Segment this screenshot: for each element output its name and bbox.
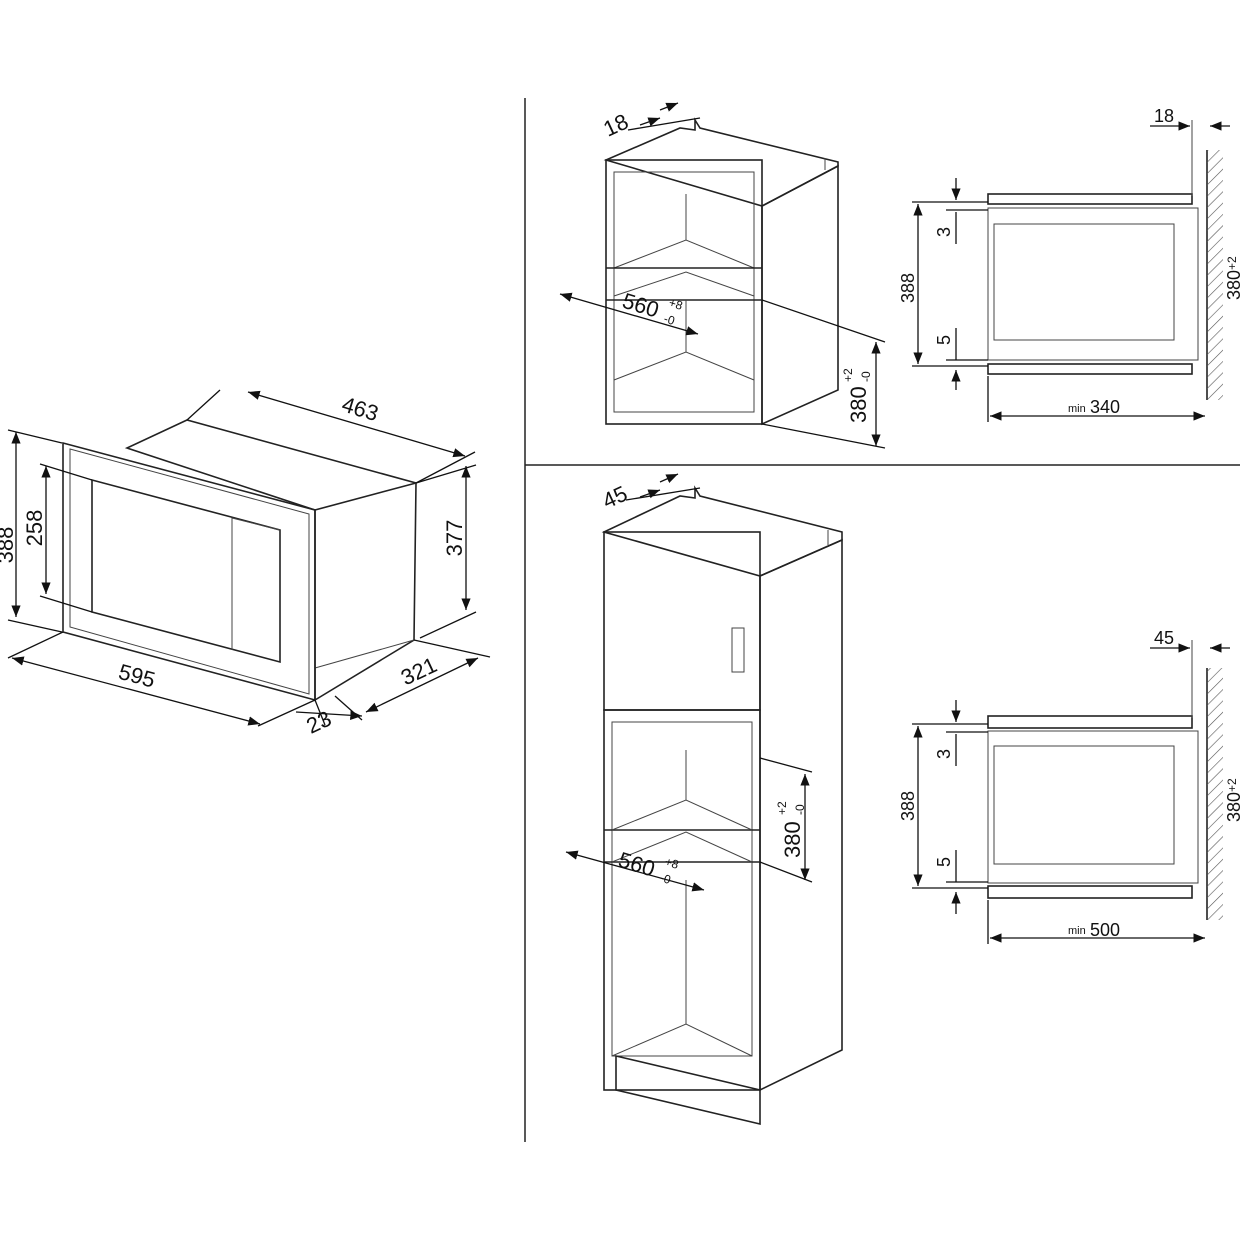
wall-section-dimensions: 18 388 3 5 min 340 380 +2: [898, 106, 1240, 422]
wc-niche-width-label: 560: [620, 288, 662, 323]
mw-height-label: 388: [0, 527, 18, 564]
ws-niche-height-label: 380: [1224, 270, 1240, 300]
ts-offset-label: 45: [1154, 628, 1174, 648]
tc-niche-width-tol-plus: +8: [663, 854, 680, 871]
tall-cabinet-drawing: [601, 485, 843, 1126]
microwave-drawing: [62, 419, 417, 702]
mw-body-height-label: 377: [442, 520, 467, 557]
tc-niche-height-tol-plus: +2: [775, 801, 789, 815]
ws-appliance-height-label: 388: [898, 273, 918, 303]
tc-niche-height-label: 380: [780, 821, 805, 858]
ws-top-gap-label: 3: [934, 227, 954, 237]
wc-niche-width-tol-plus: +8: [667, 295, 684, 312]
wc-niche-height-tol-plus: +2: [841, 368, 855, 382]
ts-min-label: min: [1068, 925, 1086, 937]
ts-niche-height-label: 380: [1224, 792, 1240, 822]
tall-section-drawing: [987, 640, 1223, 920]
ws-min-depth-label: 340: [1090, 397, 1120, 417]
microwave-dimensions: 388 258 463 377 595 321 23: [0, 389, 491, 739]
ws-niche-height-tol: +2: [1225, 256, 1239, 270]
mw-frame-depth-label: 23: [302, 706, 335, 739]
ts-min-depth-label: 500: [1090, 920, 1120, 940]
tall-wall-hatch: [1207, 668, 1223, 920]
wall-cabinet-drawing: [603, 117, 839, 426]
ws-offset-label: 18: [1154, 106, 1174, 126]
ts-bottom-gap-label: 5: [934, 857, 954, 867]
mw-body-depth-label: 321: [397, 652, 441, 690]
ts-top-gap-label: 3: [934, 749, 954, 759]
wc-niche-height-label: 380: [846, 386, 871, 423]
wall-section-drawing: [987, 120, 1223, 400]
ws-bottom-gap-label: 5: [934, 335, 954, 345]
tc-offset-label: 45: [598, 481, 631, 514]
wc-offset-label: 18: [599, 109, 632, 142]
tc-niche-width-label: 560: [616, 847, 658, 882]
tc-niche-height-tol-minus: -0: [793, 804, 807, 815]
wc-niche-height-tol-minus: -0: [859, 371, 873, 382]
tall-section-dimensions: 45 388 3 5 min 500 380 +2: [898, 628, 1240, 944]
wall-hatch: [1207, 150, 1223, 400]
ts-appliance-height-label: 388: [898, 791, 918, 821]
tc-niche-width-tol-minus: -0: [658, 870, 673, 887]
ts-niche-height-tol: +2: [1225, 778, 1239, 792]
ws-min-label: min: [1068, 403, 1086, 415]
wall-cabinet-dimensions: 18 560 +8 -0 380 +2 -0: [559, 102, 886, 449]
tall-cabinet-dimensions: 45 560 +8 -0 380 +2 -0: [565, 473, 813, 892]
wc-niche-width-tol-minus: -0: [662, 311, 677, 328]
mw-glass-label: 258: [22, 510, 47, 547]
